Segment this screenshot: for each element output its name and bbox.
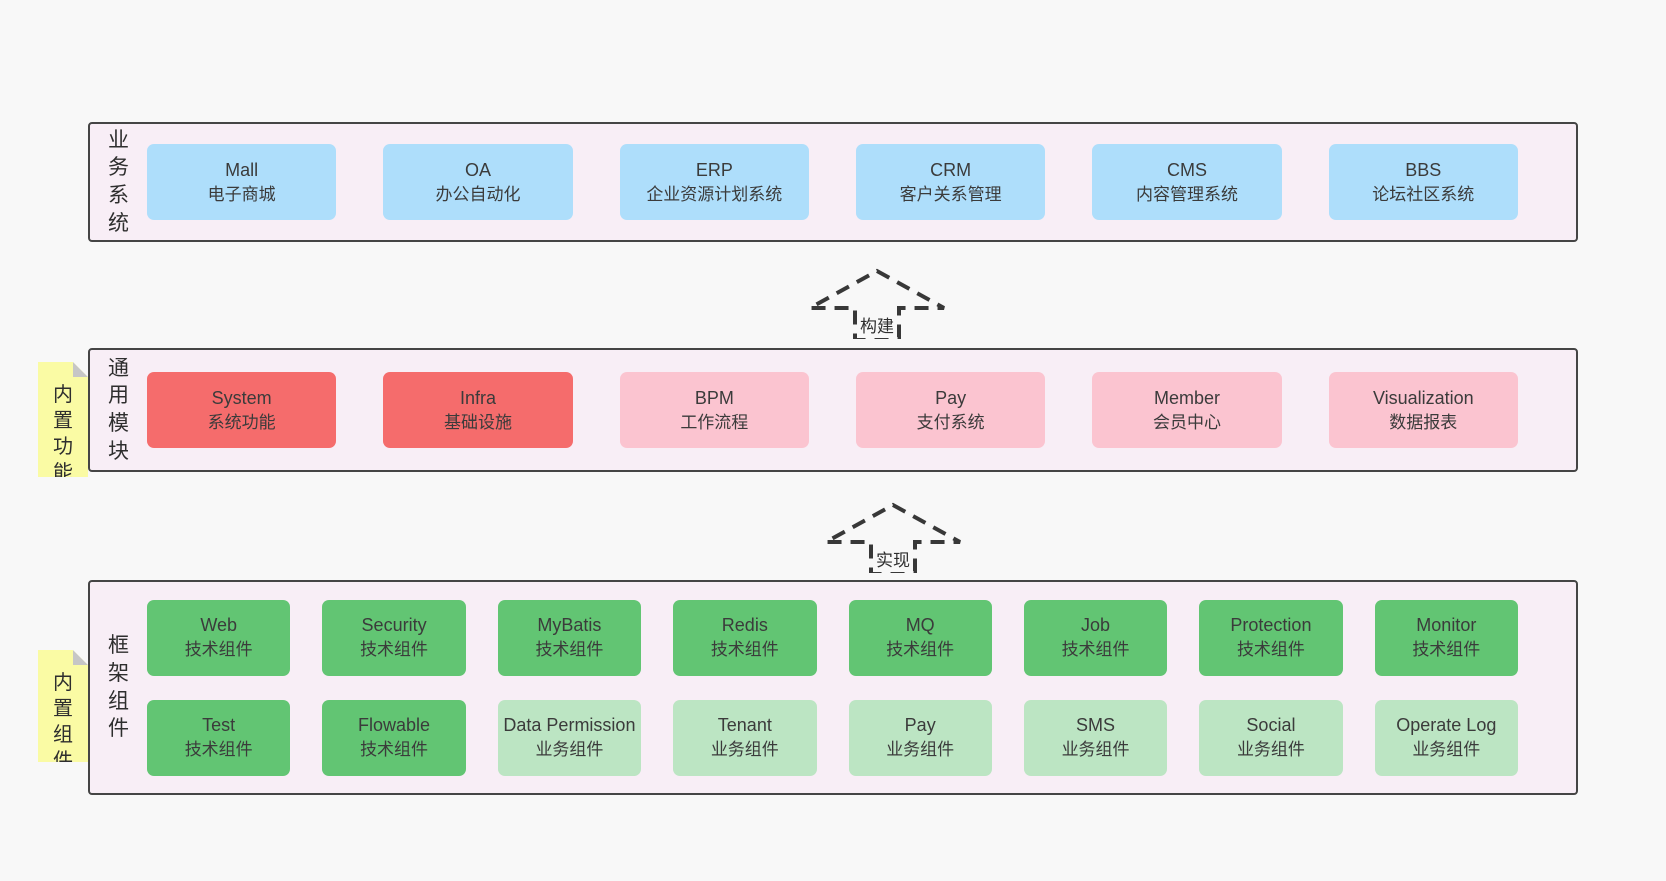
component-box-security: Security 技术组件 [322, 599, 466, 676]
module-box-visualization: Visualization 数据报表 [1328, 372, 1518, 448]
implement-arrow: 实现 [823, 502, 963, 574]
component-box-social: Social 业务组件 [1199, 699, 1343, 776]
module-box-infra: Infra 基础设施 [383, 372, 573, 448]
component-box-redis: Redis 技术组件 [673, 599, 817, 676]
framework-components-label-column: 框架组件 [90, 632, 147, 743]
implement-arrow-label: 实现 [873, 545, 913, 572]
component-box-mq: MQ 技术组件 [848, 599, 992, 676]
system-box-oa: OA 办公自动化 [383, 144, 573, 220]
build-arrow: 构建 [807, 268, 947, 340]
business-systems-label: 业务系统 [107, 128, 129, 235]
business-systems-layer: 业务系统 Mall 电子商城 OA 办公自动化 ERP 企业资源计划系统 CRM [88, 122, 1578, 242]
module-box-pay: Pay 支付系统 [855, 372, 1046, 448]
system-box-cms: CMS 内容管理系统 [1092, 144, 1282, 220]
system-box-crm: CRM 客户关系管理 [855, 144, 1046, 220]
system-box-erp: ERP 企业资源计划系统 [619, 144, 809, 220]
component-box-data-permission: Data Permission 业务组件 [497, 699, 642, 776]
module-box-bpm: BPM 工作流程 [619, 372, 809, 448]
component-box-pay: Pay 业务组件 [848, 699, 992, 776]
module-box-member: Member 会员中心 [1092, 372, 1282, 448]
folded-corner-icon [73, 650, 88, 665]
component-box-flowable: Flowable 技术组件 [322, 699, 466, 776]
common-modules-boxes: System 系统功能 Infra 基础设施 BPM 工作流程 Pay 支付系统… [147, 372, 1576, 448]
framework-components-boxes: Web 技术组件 Security 技术组件 MyBatis 技术组件 Redi… [147, 599, 1576, 776]
component-box-job: Job 技术组件 [1023, 599, 1168, 676]
component-box-protection: Protection 技术组件 [1199, 599, 1343, 676]
component-box-tenant: Tenant 业务组件 [673, 699, 817, 776]
business-systems-label-column: 业务系统 [90, 127, 147, 238]
component-box-mybatis: MyBatis 技术组件 [497, 599, 642, 676]
module-box-system: System 系统功能 [147, 372, 337, 448]
builtin-components-sticky-note: 内置组件 [38, 650, 88, 762]
component-box-operate-log: Operate Log 业务组件 [1374, 699, 1518, 776]
builtin-features-sticky-label: 内置功能 [53, 384, 73, 484]
common-modules-label: 通用模块 [107, 356, 129, 463]
folded-corner-icon [73, 362, 88, 377]
builtin-components-sticky-label: 内置组件 [53, 672, 73, 772]
framework-components-layer: 框架组件 Web 技术组件 Security 技术组件 MyBatis 技术组件… [88, 580, 1578, 795]
component-box-sms: SMS 业务组件 [1023, 699, 1168, 776]
common-modules-layer: 通用模块 System 系统功能 Infra 基础设施 BPM 工作流程 Pay [88, 348, 1578, 472]
component-box-web: Web 技术组件 [147, 599, 291, 676]
component-box-test: Test 技术组件 [147, 699, 291, 776]
component-box-monitor: Monitor 技术组件 [1374, 599, 1518, 676]
build-arrow-label: 构建 [857, 311, 897, 338]
common-modules-label-column: 通用模块 [90, 355, 147, 466]
framework-components-label: 框架组件 [107, 634, 129, 741]
business-systems-boxes: Mall 电子商城 OA 办公自动化 ERP 企业资源计划系统 CRM 客户关系… [147, 144, 1576, 220]
system-box-bbs: BBS 论坛社区系统 [1328, 144, 1518, 220]
system-box-mall: Mall 电子商城 [147, 144, 337, 220]
builtin-features-sticky-note: 内置功能 [38, 362, 88, 477]
